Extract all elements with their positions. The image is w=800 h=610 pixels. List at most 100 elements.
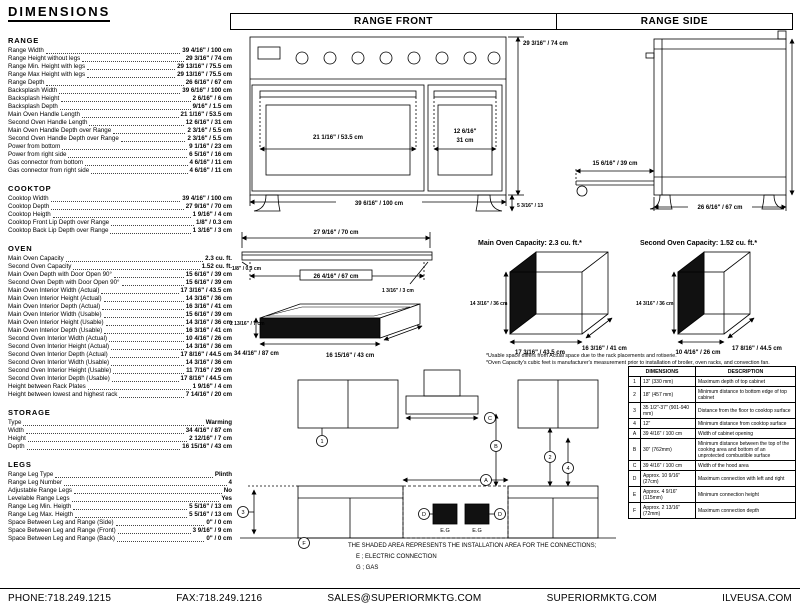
spec-row: Second Oven Interior Width (Usable)14 3/… <box>8 359 232 367</box>
capacity-measurement-note: *Oven Capacity's cubic feet is manufactu… <box>486 359 770 366</box>
callout-a-label: A <box>484 478 488 484</box>
leader-dots <box>111 348 184 350</box>
dimension-description: Distance from the floor to cooktop surfa… <box>695 402 797 419</box>
leader-dots <box>59 92 181 94</box>
callout-3-label: 3 <box>241 510 244 516</box>
spec-value: 2 6/16" / 6 cm <box>192 95 232 102</box>
spec-label: Range Width <box>8 47 44 54</box>
leader-dots <box>109 356 179 358</box>
spec-value: 34 4/16" / 87 cm <box>185 427 232 434</box>
spec-label: Second Oven Interior Height (Usable) <box>8 367 112 374</box>
dim-second-oven-height: 14 3/16" / 36 cm <box>636 301 674 307</box>
door-caster <box>576 185 588 197</box>
leader-dots <box>120 140 186 142</box>
spec-value: 21 1/16" / 53.5 cm <box>180 111 232 118</box>
leader-dots <box>111 380 179 382</box>
spec-value: 4 6/16" / 11 cm <box>189 167 233 174</box>
spec-label: Cooktop Front Lip Depth over Range <box>8 219 110 226</box>
spec-value: 2.3 cu. ft. <box>205 255 232 262</box>
electric-connection-area <box>432 503 458 525</box>
second-oven-handle <box>433 90 497 98</box>
spec-value: 16 3/16" / 41 cm <box>185 327 232 334</box>
spec-value: 29 3/16" / 74 cm <box>185 55 232 62</box>
spec-label: Second Oven Capacity <box>8 263 72 270</box>
range-front-body <box>249 36 507 212</box>
spec-label: Range Max Height with legs <box>8 71 86 78</box>
spec-label: Main Oven Interior Width (Actual) <box>8 287 100 294</box>
spec-label: Main Oven Handle Depth over Range <box>8 127 112 134</box>
electric-connection-note: E ; ELECTRIC CONNECTION <box>356 554 437 560</box>
dimension-value: Approx. 4 9/16" (115mm) <box>639 486 697 503</box>
dim-range-depth: 26 6/16" / 67 cm <box>698 205 743 211</box>
dim-range-width: 39 6/16" / 100 cm <box>355 201 403 207</box>
callout-b-label: B <box>494 444 498 450</box>
leader-dots <box>104 332 184 334</box>
dimension-description: Maximum connection with left and right <box>695 470 797 487</box>
range-front-diagram: 21 1/16" / 53.5 cm 12 6/16" 31 cm 39 6/1… <box>249 36 568 212</box>
diagram-title-band: RANGE FRONT RANGE SIDE <box>230 13 793 30</box>
spec-label: Range Leg Max. Heigth <box>8 511 74 518</box>
leader-dots <box>23 424 204 426</box>
spec-label: Second Oven Interior Depth (Actual) <box>8 351 108 358</box>
second-oven-door <box>427 84 503 192</box>
spec-value: 9/16" / 1.5 cm <box>192 103 232 110</box>
spec-label: Backsplash Height <box>8 95 60 102</box>
eg-label-right: E.G <box>472 528 481 534</box>
dimension-value: Approx. 10 9/16" (27cm) <box>639 470 697 487</box>
spec-label: Main Oven Interior Depth (Actual) <box>8 303 101 310</box>
spec-row: Space Between Leg and Range (Front)3 9/1… <box>8 527 232 535</box>
leader-dots <box>113 276 184 278</box>
dim-range-height: 29 3/16" / 74 cm <box>523 41 568 47</box>
spec-value: 1/8" / 0.3 cm <box>196 219 232 226</box>
spec-row: Second Oven Interior Height (Usable)11 7… <box>8 367 232 375</box>
spec-value: 15 6/16" / 39 cm <box>185 271 232 278</box>
spec-value: 0" / 0 cm <box>206 535 232 542</box>
second-oven-capacity-title: Second Oven Capacity: 1.52 cu. ft.* <box>640 240 758 247</box>
spec-label: Main Oven Interior Width (Usable) <box>8 311 102 318</box>
spec-value: 3 9/16" / 9 cm <box>192 527 232 534</box>
spec-row: Main Oven Interior Depth (Usable)16 3/16… <box>8 327 232 335</box>
spec-section-title: LEGS <box>8 460 32 469</box>
range-side-title: RANGE SIDE <box>555 14 792 29</box>
spec-value: 4 6/16" / 11 cm <box>189 159 233 166</box>
leader-dots <box>87 76 176 78</box>
spec-label: Power from right side <box>8 151 67 158</box>
spec-row: Space Between Leg and Range (Back)0" / 0… <box>8 535 232 543</box>
spec-label: Second Oven Interior Width (Actual) <box>8 335 108 342</box>
leader-dots <box>73 508 188 510</box>
control-knobs <box>295 51 501 65</box>
leader-dots <box>103 300 184 302</box>
spec-value: 39 6/16" / 100 cm <box>182 87 232 94</box>
dim-second-oven-depth: 17 8/16" / 44.5 cm <box>732 346 782 352</box>
dimension-description: Minimum connection height <box>695 486 797 503</box>
leader-dots <box>111 364 184 366</box>
cooktop-profile-diagram: 27 9/16" / 70 cm 1/8" / 0.3 cm 26 4/16" … <box>232 227 433 294</box>
dim-second-oven-width: 10 4/16" / 26 cm <box>676 350 721 356</box>
leader-dots <box>105 324 184 326</box>
dim-back-lip: 1 3/16" / 3 cm <box>382 288 414 294</box>
footer-website: SUPERIORMKTG.COM <box>546 593 658 604</box>
control-display <box>257 46 281 60</box>
leader-dots <box>117 532 191 534</box>
spec-section-title: OVEN <box>8 244 33 253</box>
leader-dots <box>51 208 184 210</box>
spec-row: Second Oven Interior Width (Actual)10 4/… <box>8 335 232 343</box>
spec-label: Range Leg Number <box>8 479 63 486</box>
callout-1-label: 1 <box>320 439 323 445</box>
callout-2-label: 2 <box>548 455 551 461</box>
spec-label: Second Oven Handle Depth over Range <box>8 135 119 142</box>
spec-label: Depth <box>8 443 25 450</box>
spec-label: Height <box>8 435 26 442</box>
leader-dots <box>71 500 220 502</box>
dimension-value: 35 1/2"-37" (901-940 mm) <box>639 402 697 419</box>
